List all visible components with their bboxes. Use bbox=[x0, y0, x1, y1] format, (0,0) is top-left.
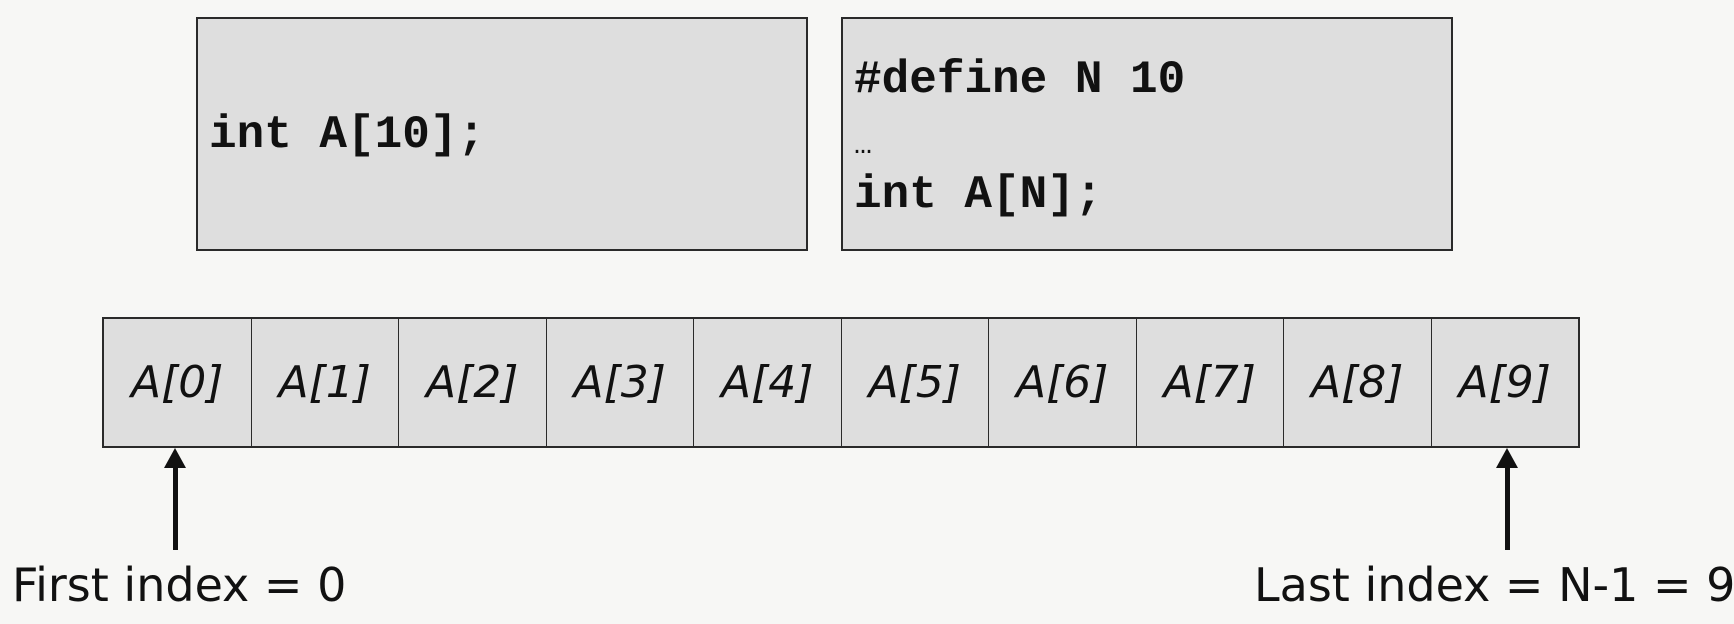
last-index-label: Last index = N-1 = 9 bbox=[1254, 558, 1734, 612]
array-cell-7: A[7] bbox=[1137, 319, 1284, 446]
array-cell-9: A[9] bbox=[1458, 357, 1551, 408]
code-line-define: #define N 10 bbox=[854, 54, 1186, 106]
array-cell-3: A[3] bbox=[547, 319, 694, 446]
array-cell-0: A[0] bbox=[104, 319, 252, 446]
arrow-up-icon bbox=[1492, 448, 1522, 550]
array-cell-2: A[2] bbox=[399, 319, 547, 446]
array-cell-5: A[5] bbox=[842, 319, 989, 446]
code-box-literal: int A[10]; bbox=[196, 17, 808, 251]
array-cell-6: A[6] bbox=[989, 319, 1137, 446]
arrow-up-icon bbox=[160, 448, 190, 550]
array-cell-4: A[4] bbox=[694, 319, 842, 446]
code-line-declaration: int A[10]; bbox=[209, 109, 486, 161]
first-index-label: First index = 0 bbox=[12, 558, 347, 612]
array-cell-1: A[1] bbox=[252, 319, 399, 446]
array-cell-8: A[8] bbox=[1284, 319, 1432, 446]
array-cells: A[0] A[1] A[2] A[3] A[4] A[5] A[6] A[7] … bbox=[102, 317, 1580, 448]
code-box-define: #define N 10 … int A[N]; bbox=[841, 17, 1453, 251]
code-line-declaration: int A[N]; bbox=[854, 169, 1103, 221]
code-line-ellipsis: … bbox=[854, 129, 873, 163]
